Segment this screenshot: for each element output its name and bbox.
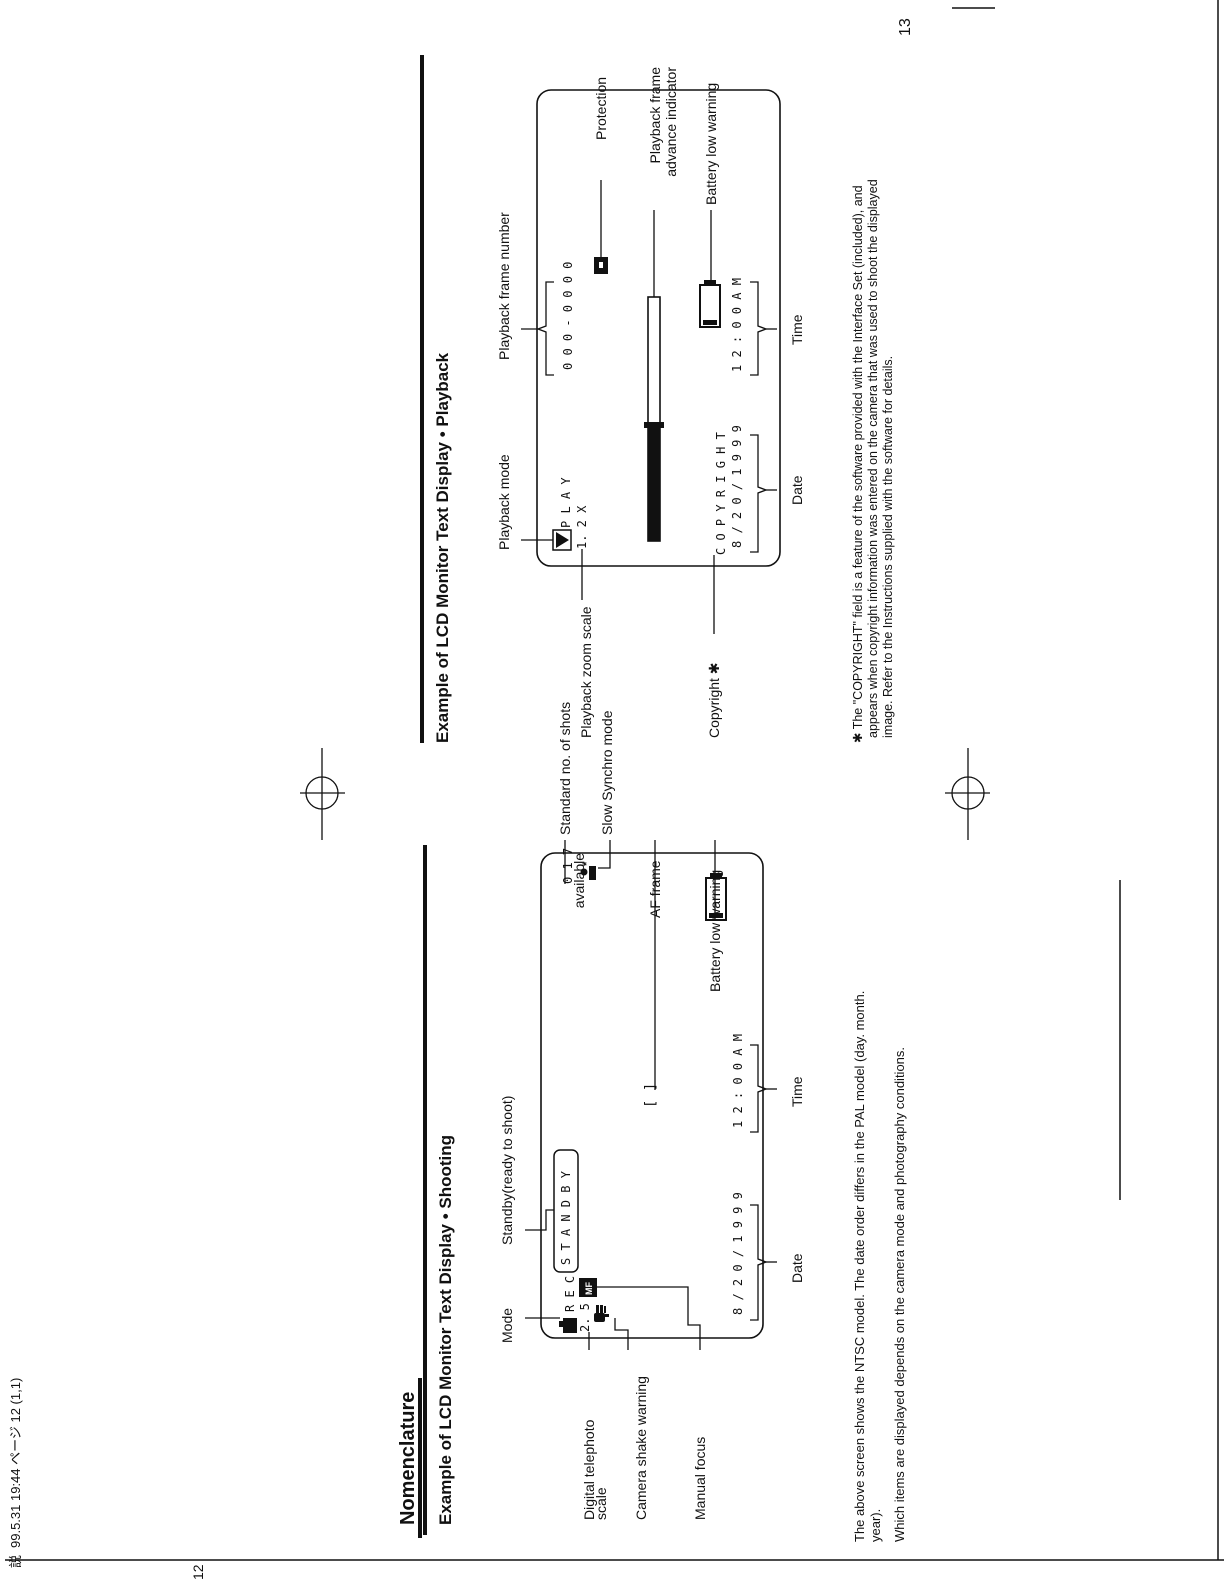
label-frame-advance-line2: advance indicator (663, 67, 679, 177)
registration-mark-right (945, 748, 990, 840)
label-digital-telephoto-line1: Digital telephoto (581, 1419, 597, 1520)
page-number-left: 12 (190, 1564, 206, 1580)
label-camera-shake: Camera shake warning (633, 1376, 649, 1520)
af-frame-text: [ ] (643, 1083, 659, 1108)
mf-text: MF (584, 1282, 594, 1295)
copyright-text: C O P Y R I G H T (714, 432, 728, 555)
label-battery-shooting: Battery low warning (707, 870, 723, 992)
print-header-mark: 説 (8, 1555, 23, 1568)
frame-advance-indicator (644, 296, 664, 542)
shooting-note-line1: The above screen shows the NTSC model. T… (852, 991, 867, 1542)
label-protection: Protection (593, 77, 609, 140)
playback-frame-text: 0 0 0 - 0 0 0 0 (561, 262, 575, 370)
shooting-lcd-screen: R E C 2. 5 X MF S T A N D B Y 0 1 7 * [ … (540, 848, 768, 1339)
play-icon (552, 529, 572, 551)
shooting-leader-lines (525, 840, 777, 1350)
playback-leader-lines (521, 180, 777, 634)
registration-mark-left (300, 748, 345, 840)
frame-number-brace (536, 281, 554, 376)
playback-footnote-line1: ✱ The "COPYRIGHT" field is a feature of … (851, 185, 865, 743)
playback-time-brace (750, 281, 768, 376)
label-digital-telephoto-line2: scale (593, 1487, 609, 1520)
label-standby: Standby(ready to shoot) (499, 1096, 515, 1245)
playback-title-rule (420, 55, 424, 743)
label-playback-zoom: Playback zoom scale (578, 606, 594, 738)
label-frame-advance-line1: Playback frame (647, 67, 663, 164)
nomenclature-title: Nomenclature (397, 1392, 419, 1525)
camera-shake-hand-icon (594, 1305, 609, 1322)
playback-date-text: 8 / 2 0 / 1 9 9 9 (730, 425, 744, 548)
standby-text: S T A N D B Y (559, 1170, 573, 1265)
playback-zoom-text: 1. 2 X (575, 505, 589, 549)
label-date-playback: Date (789, 475, 805, 505)
label-manual-focus: Manual focus (692, 1437, 708, 1520)
label-playback-frame-number: Playback frame number (496, 212, 512, 360)
shooting-time-text: 1 2 : 0 0 A M (731, 1034, 745, 1128)
shooting-mode-text: R E C (563, 1276, 577, 1312)
svg-text:*: * (581, 861, 593, 866)
slow-synchro-icon: * (580, 861, 596, 880)
label-time-shooting: Time (789, 1076, 805, 1107)
shooting-note-line2: year). (868, 1509, 883, 1542)
nomenclature-rule (418, 1378, 422, 1538)
protection-icon (594, 257, 608, 274)
label-playback-mode: Playback mode (496, 454, 512, 550)
shooting-note-line3: Which items are displayed depends on the… (892, 1047, 907, 1542)
label-time-playback: Time (789, 314, 805, 345)
label-slow-synchro: Slow Synchro mode (599, 710, 615, 835)
standby-box (553, 1149, 579, 1273)
label-mode: Mode (499, 1308, 515, 1343)
playback-footnote-line3: image. Refer to the Instructions supplie… (881, 356, 895, 738)
battery-icon (705, 873, 727, 921)
shooting-title-rule (423, 845, 427, 1535)
shooting-title: Example of LCD Monitor Text Display • Sh… (436, 1135, 455, 1525)
label-date-shooting: Date (789, 1253, 805, 1283)
playback-footnote-line2: appears when copyright information was e… (866, 179, 880, 738)
playback-date-brace (750, 434, 768, 553)
label-battery-playback: Battery low warning (703, 83, 719, 205)
playback-time-text: 1 2 : 0 0 A M (730, 278, 744, 372)
camera-icon (559, 1318, 577, 1333)
label-copyright: Copyright ✱ (706, 662, 722, 738)
playback-mode-text: P L A Y (559, 477, 573, 528)
shooting-date-text: 8 / 2 0 / 1 9 9 9 (731, 1192, 745, 1315)
manual-focus-icon: MF (579, 1278, 597, 1297)
print-header: 99.5.31 19:44 ページ 12 (1,1) (8, 1378, 23, 1548)
battery-icon-playback (699, 280, 721, 328)
label-standard-shots-line1: Standard no. of shots (557, 702, 573, 835)
label-standard-shots-line2: available (571, 853, 587, 908)
shooting-zoom-text: 2. 5 X (578, 1288, 592, 1332)
playback-title: Example of LCD Monitor Text Display • Pl… (433, 352, 452, 743)
page-number-right: 13 (897, 18, 914, 36)
label-af-frame: AF frame (647, 860, 663, 918)
